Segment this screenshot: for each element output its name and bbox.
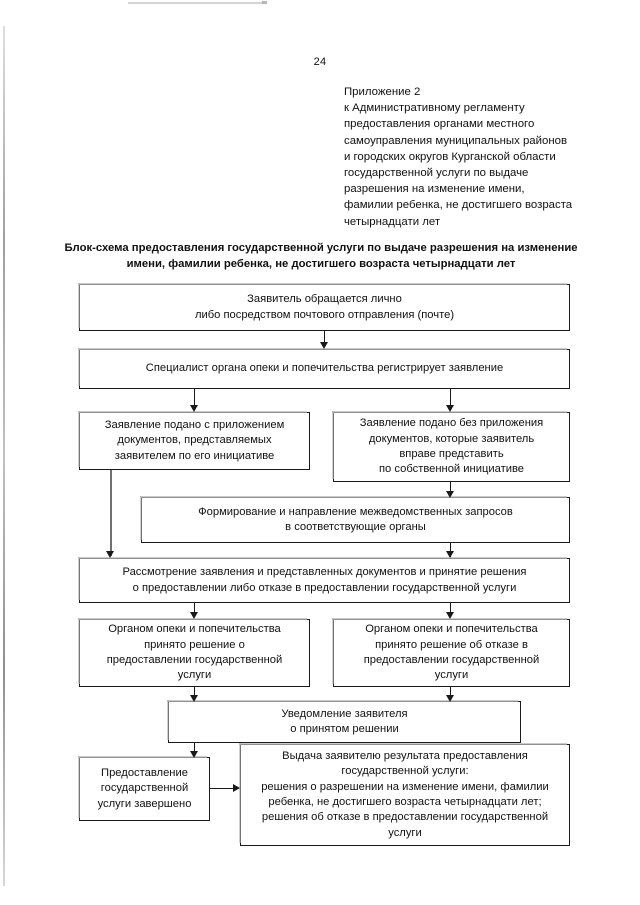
edge-n8-n9-arrowhead [446,695,454,702]
flow-node-decision-granted-line-3: предоставлении государственной [106,654,283,666]
scan-artifact-top-edge [128,2,263,4]
edge-n8-n9-line [450,687,452,700]
page-number: 24 [313,56,327,68]
flow-node-applicant-notification-line-2: о принятом решении [290,723,399,735]
edge-n10-n11-arrowhead [233,784,240,792]
edge-n5-n6-line [450,543,452,557]
appendix-line-8: фамилии ребенка, не достигшего возраста [344,199,573,212]
flow-node-decision-refused: Органом опеки и попечительства принято р… [332,618,570,687]
flow-node-with-documents-line-3: заявителем по его инициативе [114,449,275,462]
flow-node-without-documents-line-4: по собственной инициативе [378,463,525,476]
edge-n2-n4-line [450,389,452,407]
edge-n4-n5-line [450,482,452,494]
appendix-reference-block: Приложение 2 к Административному регламе… [344,84,612,230]
edge-n2-n3-line [194,389,196,407]
flow-node-service-completed-line-2: государственной [100,782,189,795]
appendix-line-6: государственной услуги по выдаче [344,167,529,180]
appendix-line-3: предоставления органами местного [344,118,535,131]
flow-node-review-and-decision-line-1: Рассмотрение заявления и представленных … [122,566,527,579]
flow-node-decision-refused-line-4: услуги [434,669,469,682]
flow-node-without-documents: Заявление подано без приложения документ… [332,411,570,482]
flow-node-decision-granted-line-1: Органом опеки и попечительства [108,623,281,636]
flow-node-applicant-submits-line-2: либо посредством почтового отправления (… [194,308,455,321]
edge-n4-n5-arrowhead [446,491,454,498]
flow-node-applicant-submits: Заявитель обращается лично либо посредст… [78,283,570,331]
page-title: Блок-схема предоставления государственно… [56,240,586,272]
flow-node-result-issuance-line-2: государственной услуги: [341,765,469,778]
appendix-line-7: разрешения на изменение имени, [344,183,525,196]
flow-node-decision-granted-line-2: принято решение о [144,638,245,651]
scan-artifact-left-edge [3,26,5,886]
flow-node-without-documents-line-1: Заявление подано без приложения [359,417,544,430]
appendix-line-2: к Административному регламенту [344,102,525,115]
flow-node-result-issuance-line-6: услуги [388,826,422,839]
flow-node-decision-refused-line-3: предоставлении государственной [363,654,540,666]
edge-n10-n11-line [210,788,236,790]
flow-node-result-issuance-line-3: решения о разрешении на изменение имени,… [261,780,549,793]
edge-n1-n2-arrowhead [320,342,328,349]
edge-n6-n7-line [194,603,196,616]
flow-node-with-documents-line-2: документов, представляемых [117,434,272,447]
edge-n6-n7-arrowhead [190,612,198,619]
appendix-line-5: и городских округов Курганской области [344,150,556,163]
flow-node-decision-refused-line-2: принято решение об отказе в [375,638,528,651]
flow-node-without-documents-line-2: документов, которые заявитель [368,432,535,445]
flow-node-review-and-decision: Рассмотрение заявления и представленных … [78,557,570,603]
edge-n2-n4-arrowhead [446,405,454,412]
page-title-line-2: изменение имени, фамилии ребенка, не дос… [126,242,578,270]
edge-n1-n2-line [324,331,326,344]
flow-node-with-documents-line-1: Заявление подано с приложением [104,418,285,431]
flow-node-specialist-registers-line-1: Специалист органа опеки и попечительства… [145,362,504,375]
flow-node-decision-granted-line-4: услуги [177,669,212,682]
flow-node-interagency-requests-line-2: в соответствующие органы [285,521,426,533]
flow-node-service-completed-line-3: услуги завершено [97,797,192,810]
flow-node-decision-granted: Органом опеки и попечительства принято р… [78,618,310,687]
flow-node-with-documents: Заявление подано с приложением документо… [78,411,310,470]
edge-n3-n6-arrowhead [106,551,114,558]
edge-n9-n10-arrowhead [190,751,198,758]
flow-node-result-issuance: Выдача заявителю результата предоставлен… [239,743,570,846]
flow-node-decision-refused-line-1: Органом опеки и попечительства [365,623,538,636]
flow-node-result-issuance-line-4: ребенка, не достигшего возраста четырнад… [268,796,542,808]
edge-n7-n9-arrowhead [190,695,198,702]
flow-node-result-issuance-line-5: решения об отказе в предоставлении госуд… [261,811,549,824]
appendix-line-1: Приложение 2 [344,86,421,98]
edge-n6-n8-line [450,603,452,616]
flow-node-applicant-notification: Уведомление заявителя о принятом решении [167,700,521,743]
appendix-line-9: четырнадцати лет [344,215,441,228]
flow-node-service-completed-line-1: Предоставление [101,766,188,779]
edge-n6-n8-arrowhead [446,612,454,619]
flow-node-without-documents-line-3: вправе представить [399,448,504,460]
flow-node-applicant-submits-line-1: Заявитель обращается лично [247,293,402,306]
flow-node-result-issuance-line-1: Выдача заявителю результата предоставлен… [282,749,528,762]
edge-n3-n6-line [110,470,112,556]
flow-node-review-and-decision-line-2: о предоставлении либо отказе в предостав… [132,581,517,594]
flow-node-specialist-registers: Специалист органа опеки и попечительства… [78,348,570,389]
scan-artifact-top-mark [262,1,267,4]
page-title-line-1: Блок-схема предоставления государственно… [64,242,515,254]
flow-node-interagency-requests: Формирование и направление межведомствен… [140,496,570,543]
flow-node-applicant-notification-line-1: Уведомление заявителя [281,707,408,720]
edge-n7-n9-line [194,687,196,700]
flow-node-interagency-requests-line-1: Формирование и направление межведомствен… [198,505,513,518]
appendix-line-4: самоуправления муниципальных районов [344,134,568,147]
edge-n5-n6-arrowhead [446,551,454,558]
edge-n2-n3-arrowhead [190,405,198,412]
edge-n9-n10-line [194,743,196,756]
flow-node-service-completed: Предоставление государственной услуги за… [78,756,210,821]
